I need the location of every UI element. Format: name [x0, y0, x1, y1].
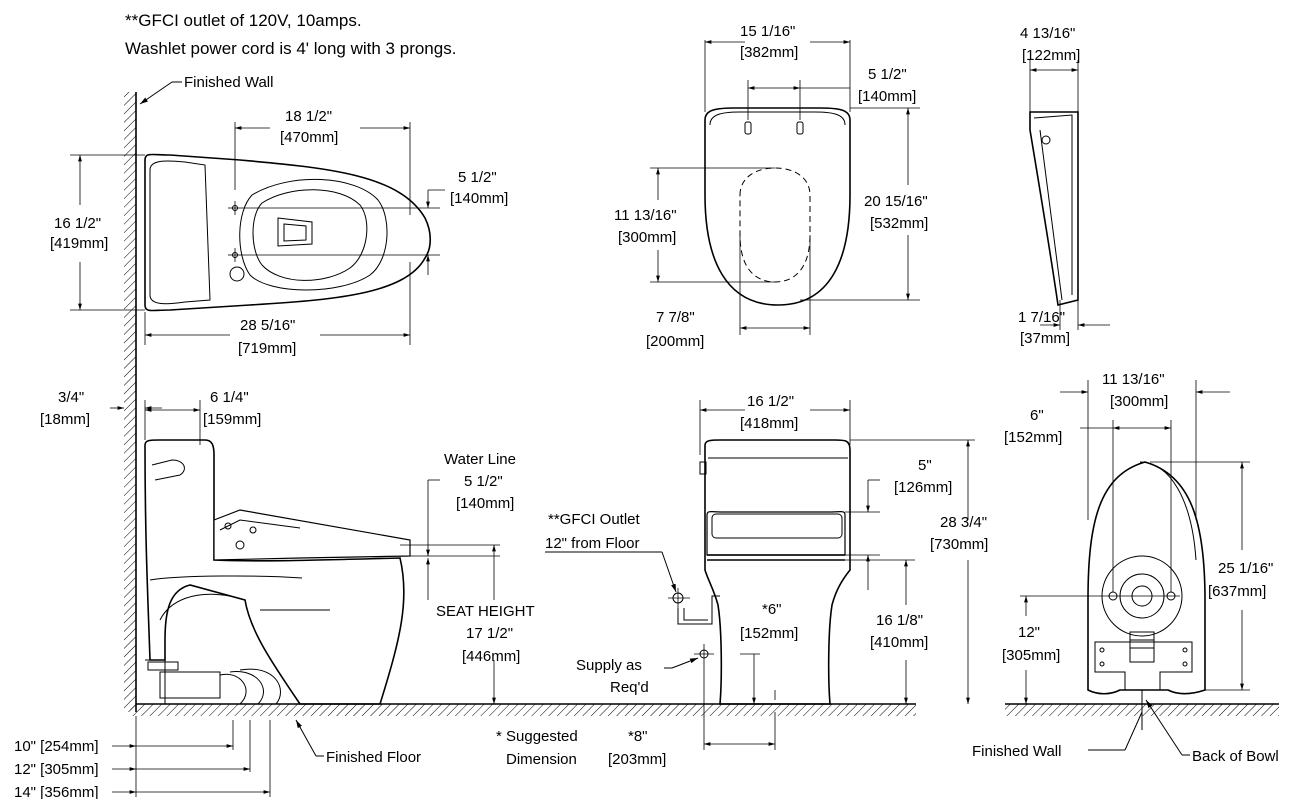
back-outlet-mm: [305mm] — [1002, 647, 1060, 664]
opening-in: 11 13/16" — [614, 207, 677, 224]
bolt-span-mm: [470mm] — [280, 129, 338, 146]
front-view: 16 1/2" [418mm] **GFCI Outlet 12" from F… — [496, 393, 988, 768]
lid-mm: [126mm] — [894, 479, 952, 496]
hinge-mm: [140mm] — [858, 88, 916, 105]
lid-in: 5" — [918, 457, 932, 474]
water-in: 5 1/2" — [464, 473, 503, 490]
tank-in: 6 1/4" — [210, 389, 249, 406]
back-inner-mm: [152mm] — [1004, 429, 1062, 446]
wall-gap-in: 3/4" — [58, 389, 84, 406]
seat-height-mm: [446mm] — [462, 648, 520, 665]
side-view: 3/4" [18mm] 6 1/4" [159mm] Water Line 5 … — [14, 389, 916, 799]
suggested-label-1: * Suggested — [496, 728, 578, 745]
rough-12: 12" [305mm] — [14, 761, 99, 778]
center-mm: [152mm] — [740, 625, 798, 642]
suggested-label-2: Dimension — [506, 751, 577, 768]
back-width-in: 11 13/16" — [1102, 371, 1165, 388]
back-height-mm: [637mm] — [1208, 583, 1266, 600]
front-width-in: 16 1/2" — [747, 393, 794, 410]
gfci-label-2: 12" from Floor — [545, 535, 640, 552]
seat-length-mm: [532mm] — [870, 215, 928, 232]
spacing-mm: [203mm] — [608, 751, 666, 768]
floor-hatch-left — [130, 704, 916, 716]
seat-height-label: SEAT HEIGHT — [436, 603, 535, 620]
back-inner-in: 6" — [1030, 407, 1044, 424]
back-view: 11 13/16" [300mm] 6" [152mm] 25 1/16" [6… — [972, 371, 1279, 765]
seat-side-bottom-in: 1 7/16" — [1018, 309, 1065, 326]
tank-mm: [159mm] — [203, 411, 261, 428]
note-line-1: **GFCI outlet of 120V, 10amps. — [125, 11, 362, 30]
depth-in: 16 1/2" — [54, 215, 101, 232]
seat-width-mm: [382mm] — [740, 44, 798, 61]
seat-height-in: 17 1/2" — [466, 625, 513, 642]
length-mm: [719mm] — [238, 340, 296, 357]
front-height-in: 28 3/4" — [940, 514, 987, 531]
finished-wall-label-back: Finished Wall — [972, 743, 1061, 760]
back-width-mm: [300mm] — [1110, 393, 1168, 410]
gfci-label-1: **GFCI Outlet — [548, 511, 641, 528]
seat-side-top-mm: [122mm] — [1022, 47, 1080, 64]
seat-side-bottom-mm: [37mm] — [1020, 330, 1070, 347]
note-line-2: Washlet power cord is 4' long with 3 pro… — [125, 39, 456, 58]
opening-width-mm: [200mm] — [646, 333, 704, 350]
depth-mm: [419mm] — [50, 235, 108, 252]
length-in: 28 5/16" — [240, 317, 295, 334]
hinge-in: 5 1/2" — [868, 66, 907, 83]
water-line-label: Water Line — [444, 451, 516, 468]
opening-width-in: 7 7/8" — [656, 309, 695, 326]
back-of-bowl-label: Back of Bowl — [1192, 748, 1279, 765]
back-outlet-in: 12" — [1018, 624, 1040, 641]
seat-side-top-in: 4 13/16" — [1020, 25, 1075, 42]
rough-10: 10" [254mm] — [14, 738, 99, 755]
bolt-span-in: 18 1/2" — [285, 108, 332, 125]
seat-length-in: 20 15/16" — [864, 193, 928, 210]
supply-label-1: Supply as — [576, 657, 642, 674]
seat-width-in: 15 1/16" — [740, 23, 795, 40]
front-width-mm: [418mm] — [740, 415, 798, 432]
spacing-in: *8" — [628, 728, 648, 745]
seat-floor-mm: [410mm] — [870, 634, 928, 651]
water-mm: [140mm] — [456, 495, 514, 512]
center-in: *6" — [762, 601, 782, 618]
rough-14: 14" [356mm] — [14, 784, 99, 799]
bolt-spacing-mm: [140mm] — [450, 190, 508, 207]
bolt-spacing-in: 5 1/2" — [458, 169, 497, 186]
supply-label-2: Req'd — [610, 679, 649, 696]
seat-side-view: 4 13/16" [122mm] 1 7/16" [37mm] — [1018, 25, 1110, 347]
wall-gap-mm: [18mm] — [40, 411, 90, 428]
wall-hatch — [124, 92, 136, 712]
finished-wall-label-top: Finished Wall — [184, 74, 273, 91]
seat-floor-in: 16 1/8" — [876, 612, 923, 629]
opening-mm: [300mm] — [618, 229, 676, 246]
back-height-in: 25 1/16" — [1218, 560, 1273, 577]
front-height-mm: [730mm] — [930, 536, 988, 553]
seat-top-view: 15 1/16" [382mm] 5 1/2" [140mm] 11 13/16… — [614, 23, 928, 350]
finished-floor-label: Finished Floor — [326, 749, 421, 766]
top-view: Finished Wall 18 1/2" [470mm] 16 1/2" [4… — [50, 74, 508, 712]
